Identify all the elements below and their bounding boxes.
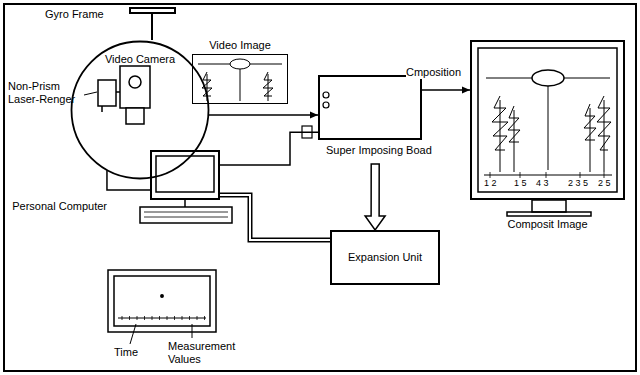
drawing-stroke [184, 200, 186, 207]
measurement-monitor [108, 270, 216, 332]
node-text: Composit Image [472, 218, 623, 231]
node-text: Super Imposing Boad [326, 144, 432, 157]
drawing-stroke [323, 102, 329, 108]
drawing-stroke [532, 200, 566, 212]
drawing-stroke [84, 92, 97, 95]
video-image-screen: Video Image [192, 54, 288, 104]
drawing-stroke [490, 172, 491, 178]
drawing-stroke [520, 172, 521, 178]
edge-label: Cmposition [406, 66, 461, 79]
arrow-head [310, 111, 318, 118]
drawing-stroke [478, 48, 617, 192]
node-text: Video Camera [70, 53, 210, 66]
drawing-stroke [597, 96, 611, 150]
drawing-stroke [144, 316, 145, 320]
arrow-head [462, 86, 470, 93]
drawing-stroke [514, 110, 515, 172]
drawing-stroke [507, 212, 591, 216]
drawing-stroke [584, 104, 596, 140]
part-label: Gyro Frame [45, 8, 104, 21]
connector-line [220, 195, 330, 240]
drawing-stroke [189, 316, 190, 320]
camera-circle: Video Camera [70, 40, 210, 180]
node-text: Video Image [183, 39, 297, 52]
expansion-box: Expansion Unit [330, 230, 440, 285]
drawing-stroke [122, 316, 123, 320]
connector [209, 111, 318, 118]
part-label: Measurement Values [168, 340, 248, 366]
part-label: Non-Prism Laser-Renger [8, 80, 86, 106]
drawing-stroke [130, 324, 136, 344]
drawing-stroke [151, 13, 153, 40]
connector-line [220, 195, 330, 240]
drawing-stroke [167, 316, 168, 320]
video-image-picture [198, 59, 282, 101]
drawing-stroke [116, 91, 120, 93]
drawing-stroke [508, 106, 520, 142]
drawing-stroke [230, 59, 250, 69]
drawing-stroke [159, 316, 160, 320]
node-text: Personal Computer [12, 200, 107, 213]
drawing-stroke [484, 175, 612, 176]
measure-number: 1 2 [484, 178, 497, 189]
drawing-stroke [108, 270, 216, 332]
camera-drawing [98, 66, 150, 124]
drawing-stroke [492, 96, 508, 150]
drawing-stroke [140, 207, 232, 223]
pc-monitor: Personal Computer [150, 150, 220, 200]
drawing-stroke [144, 217, 228, 218]
drawing-stroke [197, 316, 198, 320]
measure-number: 2 5 [598, 178, 611, 189]
superimpose-board: Super Imposing Boad [318, 75, 422, 140]
part-label: Time [114, 346, 138, 359]
drawing-stroke [492, 96, 611, 172]
connector-line [220, 132, 318, 165]
drawing-stroke [604, 172, 605, 178]
drawing-stroke [122, 316, 205, 320]
drawing-stroke [126, 108, 144, 124]
connector-line [209, 114, 318, 116]
drawing-stroke [120, 66, 150, 108]
drawing-stroke [174, 316, 175, 320]
drawing-stroke [192, 324, 193, 338]
drawing-stroke [323, 92, 329, 98]
drawing-stroke [532, 70, 564, 86]
measure-number: 4 3 [536, 178, 549, 189]
drawing-stroke [161, 295, 163, 297]
drawing-stroke [204, 316, 205, 320]
measure-number: 1 5 [514, 178, 527, 189]
drawing-stroke [263, 72, 273, 96]
drawing-stroke [129, 76, 141, 88]
drawing-stroke [137, 316, 138, 320]
drawing-stroke [114, 276, 210, 326]
drawing-stroke [118, 318, 206, 319]
figure-border [4, 4, 636, 371]
drawing-stroke [101, 106, 103, 112]
leader-lines [84, 92, 192, 344]
hollow-arrow [365, 164, 385, 230]
measure-number: 2 3 5 [568, 178, 588, 189]
drawing-stroke [548, 86, 549, 170]
drawing-stroke [182, 316, 183, 320]
connector [220, 195, 330, 240]
drawing-stroke [144, 212, 228, 213]
composite-monitor: Composit Image [470, 40, 625, 200]
drawing-stroke [152, 316, 153, 320]
composite-monitor [478, 48, 617, 216]
connector [422, 86, 470, 93]
drawing-stroke [580, 172, 581, 178]
drawing-stroke [130, 8, 175, 13]
connector [220, 132, 318, 165]
gyro-frame [130, 8, 175, 40]
connector [365, 164, 385, 230]
drawing-stroke [129, 316, 130, 320]
drawing-stroke [98, 80, 116, 106]
drawing-stroke [240, 69, 241, 101]
drawing-stroke [546, 172, 547, 178]
node-text: Expansion Unit [348, 251, 422, 264]
